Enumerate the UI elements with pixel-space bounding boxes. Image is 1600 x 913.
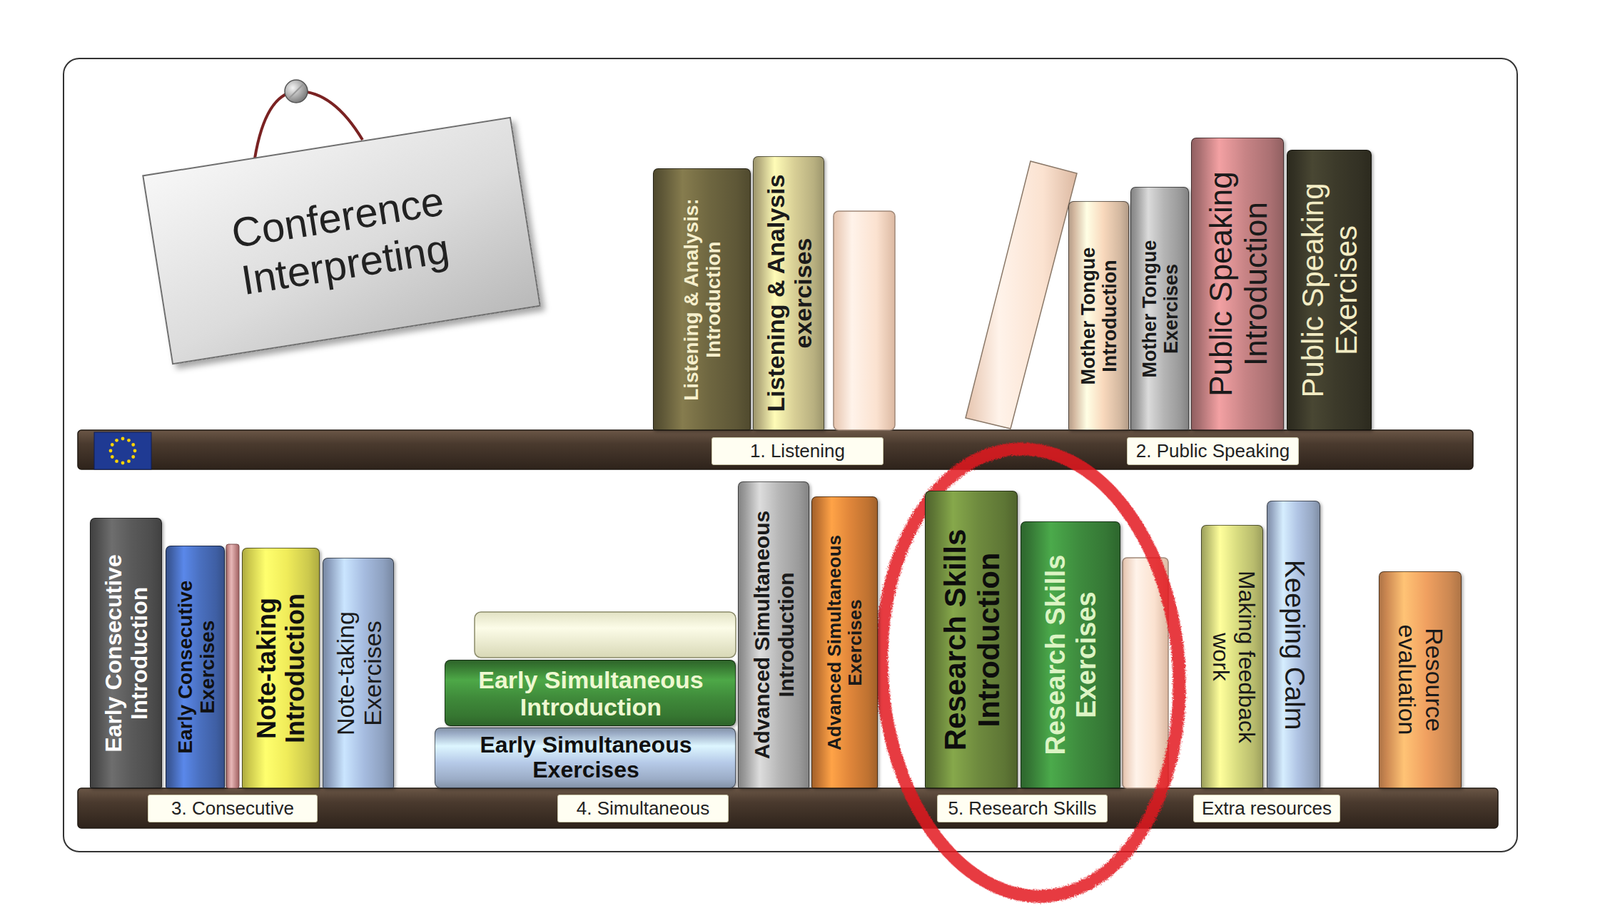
horizontal-book: Early Simultaneous Exercises [434,727,736,789]
leaning-blank-book [965,161,1077,429]
book-title: Early Simultaneous Introduction [451,665,731,721]
book-spine: Early Consecutive Introduction [89,518,162,789]
thin-blank-book [226,544,240,789]
book-spine: Public Speaking Introduction [1191,137,1284,431]
flag-star [121,461,125,466]
book-title: Advanced Simultaneous Introduction [750,487,798,783]
book-spine: Listening & Analysis: Introduction [652,168,751,431]
book-spine: Resource evaluation [1378,571,1462,789]
shelf-label: 2. Public Speaking [1126,437,1299,466]
eu-flag [94,432,152,470]
book-title: Research Skills Introduction [938,496,1006,783]
book-spine: Note-taking Exercises [322,558,394,789]
eu-flag-stars [109,437,138,466]
book-spine: Mother Tongue Exercises [1130,186,1189,431]
book-title: Research Skills Exercises [1040,527,1102,783]
book-title: Keeping Calm [1278,506,1310,783]
book-title: Resource evaluation [1393,577,1448,783]
book-spine: Public Speaking Exercises [1286,149,1372,431]
flag-star [131,455,135,459]
shelf-label-text: 3. Consecutive [171,797,295,820]
book-spine: Advanced Simultaneous Introduction [737,481,810,789]
shelf-label-text: Extra resources [1201,797,1332,820]
flag-star [131,443,135,447]
sign-title: Conference Interpreting [164,166,520,315]
flag-star [127,459,131,464]
book-spine: Listening & Analysis exercises [752,156,825,431]
flag-star [114,459,119,464]
book-title: Making feedback work [1207,553,1259,761]
shelf-label-text: 4. Simultaneous [576,797,710,820]
book-title: Mother Tongue Exercises [1138,192,1182,425]
book-spine: Research Skills Introduction [924,490,1018,789]
book-title: Listening & Analysis exercises [762,161,817,425]
highlight-circle [867,438,1195,907]
book-spine: Research Skills Exercises [1020,521,1121,789]
shelf-label: 5. Research Skills [937,795,1108,823]
book-title: Public Speaking Exercises [1295,155,1364,425]
blank-book [833,211,895,431]
shelf-label-text: 2. Public Speaking [1136,440,1290,463]
flag-star [133,449,138,454]
book-spine: Note-taking Introduction [241,548,320,789]
book-spine: Keeping Calm [1266,500,1321,789]
shelf-label: 4. Simultaneous [557,795,729,823]
sign-pin [284,79,308,103]
outer-frame [63,58,1518,853]
book-title: Note-taking Introduction [252,553,311,783]
shelf-label: 3. Consecutive [147,795,318,823]
flag-star [109,449,113,454]
book-title: Listening & Analysis: Introduction [680,174,726,425]
book-title: Early Consecutive Introduction [101,523,153,783]
book-title: Note-taking Exercises [331,563,387,783]
book-title: Mother Tongue Introduction [1077,206,1121,425]
top-shelf [77,430,1473,470]
flag-star [110,443,115,447]
blank-horizontal-book [474,612,736,658]
book-spine: Early Consecutive Exercises [165,545,225,789]
pin-shine [289,84,304,99]
book-spine: Mother Tongue Introduction [1068,201,1129,431]
bottom-shelf [77,788,1498,829]
horizontal-book: Early Simultaneous Introduction [444,660,736,727]
flag-star [110,455,115,459]
flag-star [114,438,119,443]
book-title: Advanced Simultaneous Exercises [824,502,866,783]
book-title: Early Simultaneous Exercises [441,732,731,785]
shelf-label-text: 1. Listening [750,440,845,463]
shelf-label-text: 5. Research Skills [947,797,1097,820]
shelf-label: 1. Listening [711,437,884,466]
book-spine: Making feedback work [1201,525,1264,789]
book-spine: Advanced Simultaneous Exercises [811,496,878,789]
flag-star [121,437,125,442]
book-title: Early Consecutive Exercises [173,551,219,783]
book-title: Public Speaking Introduction [1203,143,1274,425]
shelf-label: Extra resources [1193,795,1341,823]
flag-star [127,438,131,443]
